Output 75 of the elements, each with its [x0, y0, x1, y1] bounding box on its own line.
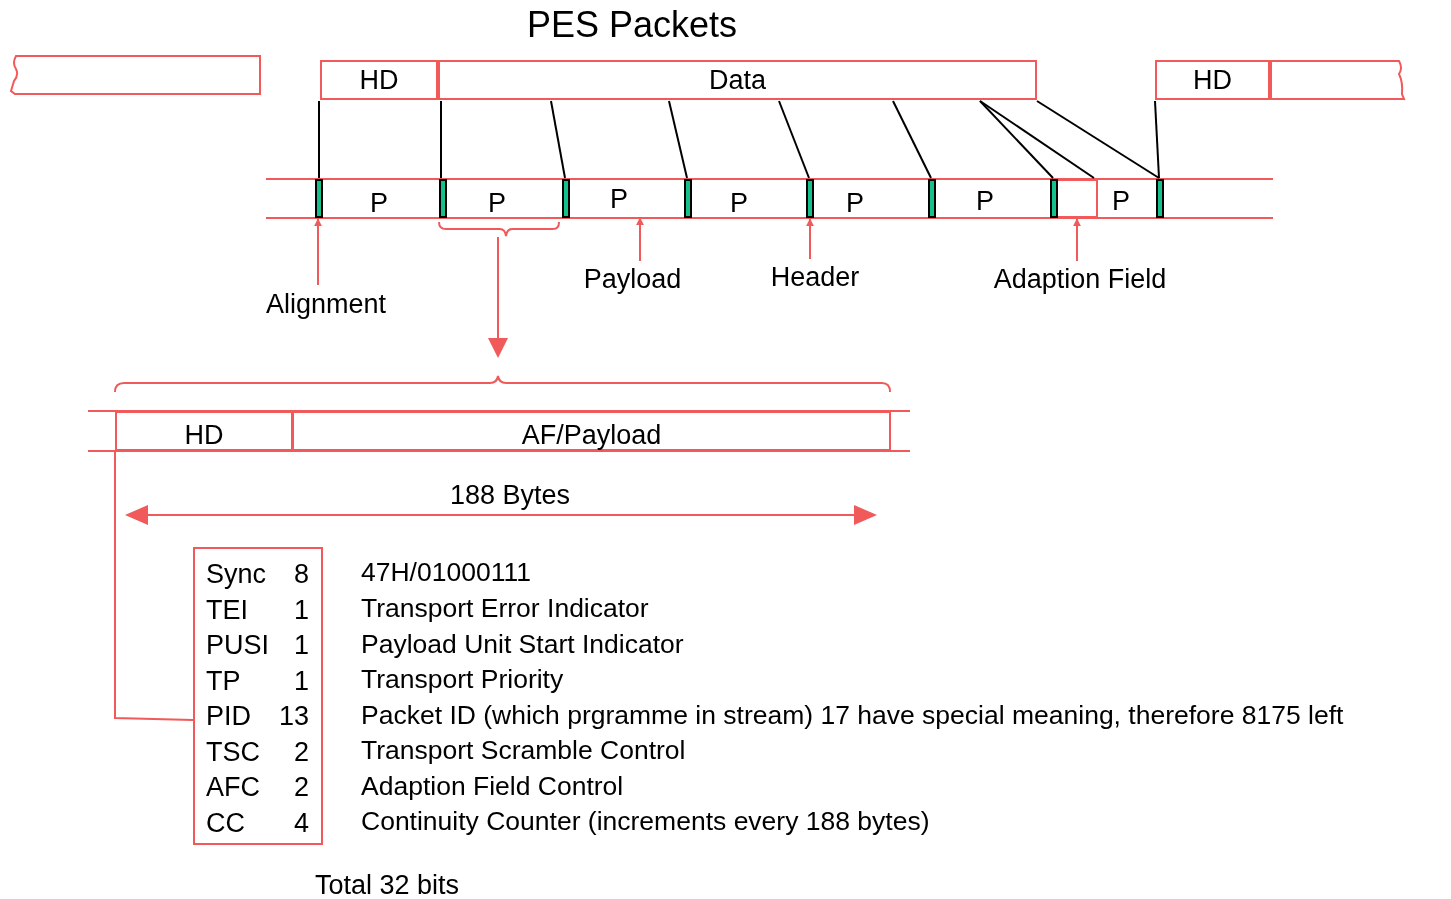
field-description: Transport Error Indicator: [361, 595, 649, 622]
field-name: CC: [206, 809, 245, 837]
field-name: AFC: [206, 774, 260, 801]
field-name: TSC: [206, 738, 260, 766]
bit-count: 1: [293, 596, 309, 624]
sync-marker: [1156, 179, 1164, 218]
box-label: AF/Payload: [521, 422, 662, 449]
callout-label: Header: [770, 263, 860, 291]
bit-count: 2: [293, 774, 309, 801]
field-description: Payload Unit Start Indicator: [361, 631, 684, 658]
segment-label: P: [1112, 188, 1130, 215]
bit-count: 4: [293, 809, 309, 837]
segment-label: P: [846, 190, 864, 217]
box-label: HD: [359, 66, 399, 94]
callout-label: Alignment: [265, 290, 387, 318]
pointer-arrow: [1073, 218, 1081, 262]
bit-count: 8: [293, 561, 309, 588]
box-label: Data: [708, 66, 766, 94]
callout-label: Payload: [583, 265, 682, 293]
field-description: Continuity Counter (increments every 188 bytes): [361, 808, 930, 835]
bit-count: 2: [293, 738, 309, 766]
bit-count: 13: [278, 703, 309, 730]
packet-box: [1270, 60, 1405, 100]
bit-count: 1: [293, 632, 309, 659]
connector-line: [1154, 100, 1160, 179]
connector-line: [1036, 100, 1160, 179]
total-note: Total 32 bits: [315, 872, 460, 899]
connector-line: [778, 100, 810, 179]
box-label: HD: [1193, 66, 1232, 94]
sync-marker: [928, 179, 936, 218]
field-name: PUSI: [206, 632, 270, 659]
field-description: Transport Scramble Control: [361, 737, 686, 764]
pointer-arrow: [806, 218, 814, 260]
box-label: HD: [184, 422, 224, 449]
field-description: Packet ID (which prgramme in stream) 17 have special meaning, therefore 8175 left: [361, 702, 1344, 729]
packet-box: [12, 55, 261, 95]
segment-label: P: [976, 188, 994, 215]
connector-line: [114, 450, 194, 721]
field-box: [115, 411, 293, 451]
field-description: 47H/01000111: [361, 559, 531, 586]
field-name: PID: [206, 703, 251, 730]
sync-marker: [1050, 179, 1058, 218]
connector-line: [318, 100, 320, 179]
field-box: [438, 60, 1037, 100]
title: PES Packets: [526, 7, 738, 43]
field-box: [320, 60, 438, 100]
segment-label: P: [370, 190, 388, 217]
field-description: Adaption Field Control: [361, 773, 624, 800]
pointer-arrow: [314, 218, 322, 286]
field-name: TEI: [206, 596, 248, 624]
field-description: Transport Priority: [361, 666, 564, 693]
field-name: Sync: [206, 561, 267, 588]
connector-line: [440, 100, 442, 179]
segment-label: P: [488, 190, 506, 217]
connector-line: [668, 100, 688, 179]
sync-marker: [439, 179, 447, 218]
bit-count: 1: [293, 667, 309, 695]
segment-label: P: [730, 190, 748, 217]
sync-marker: [562, 179, 570, 218]
dimension-label: 188 Bytes: [449, 482, 571, 509]
field-box: [1155, 60, 1270, 100]
connector-line: [550, 100, 566, 179]
connector-line: [979, 100, 1095, 179]
field-box: [292, 411, 891, 451]
connector-line: [979, 100, 1054, 179]
callout-label: Adaption Field: [993, 265, 1167, 293]
sync-marker: [684, 179, 692, 218]
segment-label: P: [610, 185, 628, 213]
field-table: [193, 547, 323, 845]
sync-marker: [806, 179, 814, 218]
pointer-arrow: [636, 217, 644, 262]
adaption-field-segment: [1058, 179, 1098, 218]
connector-line: [892, 100, 932, 179]
sync-marker: [315, 179, 323, 218]
field-name: TP: [206, 667, 241, 695]
